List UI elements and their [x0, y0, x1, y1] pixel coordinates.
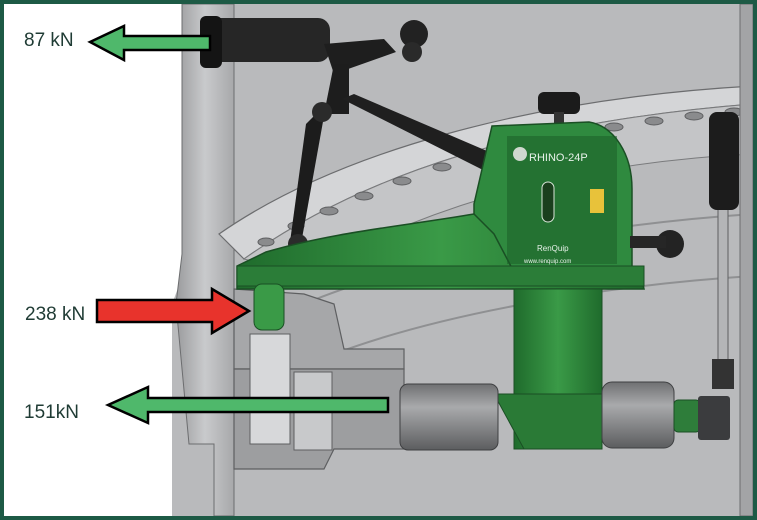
adjuster-knob — [538, 92, 580, 114]
tool-illustration: RHINO-24P RenQuip www.renquip.com — [4, 4, 753, 516]
brand-model-text: RHINO-24P — [529, 152, 588, 164]
cylinder-cap — [698, 396, 730, 440]
force-label-bottom: 151kN — [24, 402, 79, 423]
warning-label — [590, 189, 604, 213]
side-handle-grip — [709, 112, 739, 210]
right-plate — [739, 4, 753, 516]
lever-arm — [324, 64, 349, 114]
stem-bracket — [493, 393, 603, 450]
brand-name-text: RenQuip — [537, 244, 569, 253]
hydraulic-cylinder — [399, 383, 499, 451]
arrow-middle-right — [95, 286, 252, 336]
white-gap — [4, 4, 189, 516]
force-label-top: 87 kN — [24, 30, 74, 51]
lever-link — [290, 114, 324, 244]
lever-handle — [342, 94, 494, 172]
rod-clamp — [712, 359, 734, 389]
bolt-shaft — [249, 333, 291, 445]
side-rod — [717, 203, 729, 365]
force-label-middle: 238 kN — [25, 304, 86, 325]
logo-badge — [513, 147, 527, 161]
tool-base-plate — [236, 265, 645, 287]
adjuster-stem — [554, 112, 564, 126]
side-knob-arm — [630, 236, 666, 248]
cylinder-end — [673, 399, 701, 433]
arrow-bottom-left — [104, 385, 390, 425]
flange-wall — [175, 4, 235, 516]
top-handle — [200, 18, 330, 62]
arrow-top-left — [87, 24, 212, 63]
reaction-pin — [253, 283, 285, 331]
top-knob — [400, 20, 428, 48]
top-knob-2 — [402, 42, 422, 62]
cylinder-body-right — [601, 381, 675, 449]
brand-url-text: www.renquip.com — [523, 259, 571, 265]
lever-pivot — [312, 102, 332, 122]
sight-window — [541, 181, 555, 223]
